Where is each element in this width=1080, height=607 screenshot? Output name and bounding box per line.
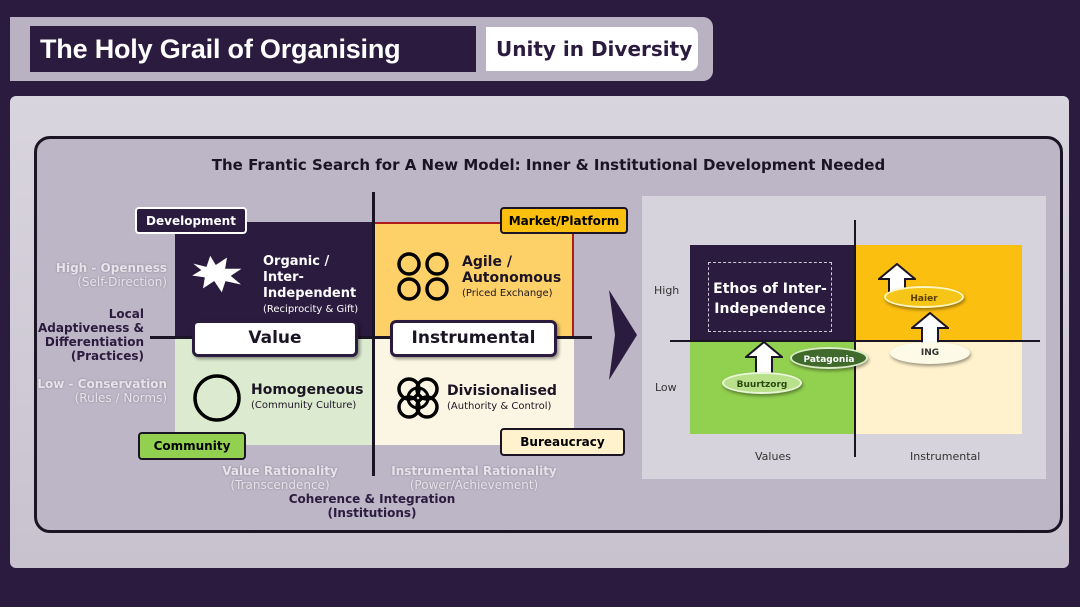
up-arrow-icon [911,312,949,346]
company-buurtzorg: Buurtzorg [722,372,802,394]
axis-instrumental: Instrumental [910,450,981,463]
divisionalised-label: Divisionalised (Authority & Control) [447,383,572,415]
axis-values: Values [755,450,791,463]
agile-title: Agile / Autonomous [462,254,562,286]
x-bottom-subtext: (Institutions) [327,506,417,520]
x-bottom-text: Coherence & Integration [288,492,456,506]
y-high-subtext: (Self-Direction) [77,275,167,289]
y-low-label: Low - Conservation(Rules / Norms) [36,377,167,405]
homogeneous-subtitle: (Community Culture) [251,400,357,411]
slide-title: The Holy Grail of Organising [30,26,476,72]
divisionalised-title: Divisionalised [447,383,557,399]
y-low-subtext: (Rules / Norms) [74,391,167,405]
axis-high: High [654,284,680,297]
y-mid-label: Local Adaptiveness & Differentiation (Pr… [38,307,144,363]
horizontal-axis [150,336,592,339]
tag-market-platform: Market/Platform [500,207,628,234]
ethos-box: Ethos of Inter-Independence [708,262,832,332]
x-value-label: Value Rationality(Transcendence) [200,464,360,492]
company-ing: ING [890,342,970,364]
overlapping-circles-icon [397,377,439,419]
right-horizontal-axis [670,340,1040,342]
chevron-right-icon [609,290,637,380]
single-circle-icon [193,374,241,422]
tag-bureaucracy: Bureaucracy [500,428,625,456]
x-instrumental-subtext: (Power/Achievement) [409,478,539,492]
instrumental-label: Instrumental [390,320,557,357]
y-high-text: High - Openness [55,261,167,275]
x-instrumental-text: Instrumental Rationality [391,464,557,478]
organic-title: Organic / Inter-Independent [263,254,357,301]
agile-subtitle: (Priced Exchange) [462,288,553,299]
y-low-text: Low - Conservation [37,377,167,391]
tag-community: Community [138,432,246,460]
organic-subtitle: (Reciprocity & Gift) [263,304,359,315]
axis-low: Low [655,381,677,394]
slide-subtitle: Unity in Diversity [486,27,698,71]
x-bottom-label: Coherence & Integration(Institutions) [272,492,472,520]
organic-label: Organic / Inter-Independent (Reciprocity … [263,254,373,318]
divisionalised-subtitle: (Authority & Control) [447,401,552,412]
y-high-label: High - Openness(Self-Direction) [40,261,167,289]
company-haier: Haier [884,286,964,308]
homogeneous-title: Homogeneous [251,382,364,398]
up-arrow-icon [745,341,783,375]
right-vertical-axis [854,220,856,457]
four-circles-icon [397,252,449,301]
agile-label: Agile / Autonomous (Priced Exchange) [462,254,572,302]
tag-development: Development [135,207,247,234]
starburst-icon [188,252,247,296]
x-instrumental-label: Instrumental Rationality(Power/Achieveme… [384,464,564,492]
x-value-text: Value Rationality [222,464,338,478]
value-label: Value [192,320,358,357]
homogeneous-label: Homogeneous (Community Culture) [251,382,373,414]
company-patagonia: Patagonia [790,347,868,369]
x-value-subtext: (Transcendence) [230,478,330,492]
vertical-axis [372,192,375,476]
rq-high-values [690,245,855,341]
diagram-heading: The Frantic Search for A New Model: Inne… [211,156,886,174]
